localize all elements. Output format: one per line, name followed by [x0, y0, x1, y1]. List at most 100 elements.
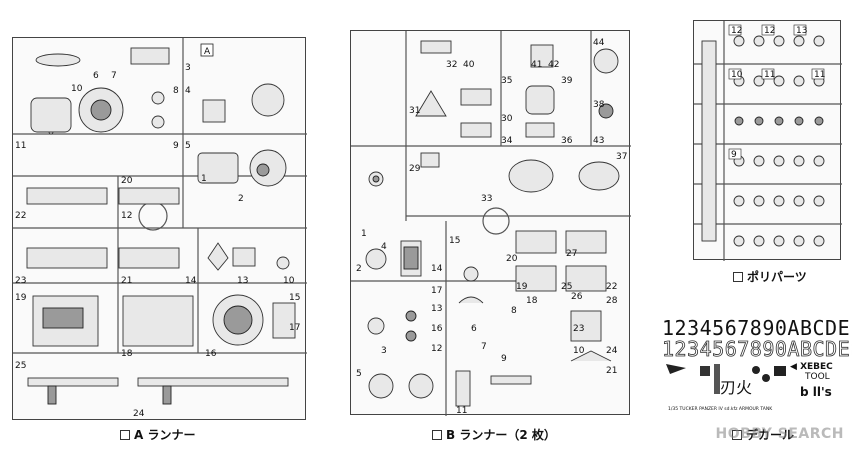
caption-poly-parts-text: ポリパーツ: [747, 270, 807, 284]
svg-text:32: 32: [446, 60, 457, 70]
svg-text:14: 14: [431, 264, 443, 274]
svg-text:30: 30: [501, 114, 513, 124]
svg-text:36: 36: [561, 136, 573, 146]
decal-kanji: 刃火: [720, 378, 753, 397]
svg-text:27: 27: [566, 249, 577, 259]
svg-text:13: 13: [431, 304, 442, 314]
svg-text:9: 9: [173, 141, 179, 151]
svg-text:3: 3: [185, 63, 191, 73]
svg-text:3: 3: [381, 346, 387, 356]
svg-text:17: 17: [289, 323, 300, 333]
svg-text:40: 40: [463, 60, 475, 70]
svg-text:43: 43: [593, 136, 604, 146]
svg-text:18: 18: [121, 349, 133, 359]
decal-bills: b ll's: [800, 385, 832, 399]
svg-text:12: 12: [431, 344, 442, 354]
decal-line1: 1234567890ABCDEFG: [662, 316, 852, 340]
svg-text:22: 22: [15, 211, 26, 221]
svg-text:33: 33: [481, 194, 492, 204]
svg-text:16: 16: [205, 349, 217, 359]
poly-number: 10: [731, 70, 743, 80]
svg-text:18: 18: [526, 296, 538, 306]
caption-a-runner: A ランナー: [120, 426, 195, 443]
caption-decal-text: デカール: [746, 428, 795, 442]
svg-text:1: 1: [361, 229, 367, 239]
svg-text:16: 16: [431, 324, 443, 334]
svg-text:15: 15: [449, 236, 460, 246]
svg-text:25: 25: [15, 361, 26, 371]
svg-text:4: 4: [185, 86, 191, 96]
sprue-a-tag: A: [204, 47, 211, 57]
svg-text:1: 1: [201, 174, 207, 184]
svg-text:21: 21: [606, 366, 617, 376]
svg-text:35: 35: [501, 76, 512, 86]
decal-footer: 1/35 TUCKER PANZER IV sd.kfz ARMOUR TANK: [668, 407, 773, 412]
svg-text:37: 37: [616, 152, 627, 162]
svg-text:34: 34: [501, 136, 513, 146]
svg-text:20: 20: [506, 254, 518, 264]
poly-number: 12: [731, 26, 742, 36]
svg-text:6: 6: [471, 324, 477, 334]
svg-text:11: 11: [456, 406, 467, 416]
checkbox-square-icon: [732, 429, 742, 440]
decal-tool: TOOL: [805, 372, 830, 382]
svg-text:9: 9: [501, 354, 507, 364]
poly-number: 9: [731, 150, 737, 160]
svg-text:2: 2: [356, 264, 362, 274]
decal-xebec-text: XEBEC: [800, 362, 833, 372]
svg-text:26: 26: [571, 292, 583, 302]
svg-text:31: 31: [409, 106, 420, 116]
svg-text:11: 11: [15, 141, 26, 151]
checkbox-square-icon: [432, 429, 442, 440]
caption-b-runner-text: B ランナー（2 枚）: [446, 428, 556, 442]
svg-text:39: 39: [561, 76, 573, 86]
svg-text:24: 24: [606, 346, 618, 356]
svg-text:2: 2: [238, 194, 244, 204]
svg-text:21: 21: [121, 276, 132, 286]
svg-text:29: 29: [409, 164, 421, 174]
svg-text:4: 4: [381, 242, 387, 252]
svg-text:7: 7: [481, 342, 487, 352]
svg-text:8: 8: [173, 86, 179, 96]
checkbox-square-icon: [733, 271, 743, 282]
svg-text:25: 25: [561, 282, 572, 292]
svg-text:5: 5: [356, 369, 362, 379]
watermark: HOBBY SEARCH: [715, 426, 844, 442]
svg-text:38: 38: [593, 100, 605, 110]
svg-text:7: 7: [111, 71, 117, 81]
svg-text:12: 12: [121, 211, 132, 221]
svg-text:20: 20: [121, 176, 133, 186]
svg-text:6: 6: [93, 71, 99, 81]
svg-text:19: 19: [516, 282, 528, 292]
poly-parts-drawing: 12 12 13 10 11 11 9: [694, 21, 842, 261]
poly-number: 12: [764, 26, 775, 36]
poly-number: 11: [764, 70, 775, 80]
svg-text:23: 23: [573, 324, 584, 334]
checkbox-square-icon: [120, 429, 130, 440]
svg-text:13: 13: [237, 276, 248, 286]
svg-text:17: 17: [431, 286, 442, 296]
svg-text:28: 28: [606, 296, 618, 306]
caption-decal: デカール: [732, 426, 794, 443]
svg-text:41: 41: [531, 60, 542, 70]
svg-text:14: 14: [185, 276, 197, 286]
svg-text:10: 10: [71, 84, 83, 94]
svg-text:15: 15: [289, 293, 300, 303]
decal-symbols: [666, 364, 786, 394]
svg-text:8: 8: [511, 306, 517, 316]
svg-text:5: 5: [185, 141, 191, 151]
svg-text:44: 44: [593, 38, 605, 48]
poly-number: 13: [796, 26, 807, 36]
svg-text:42: 42: [548, 60, 559, 70]
svg-text:19: 19: [15, 293, 27, 303]
svg-text:23: 23: [15, 276, 26, 286]
decal-xebec: ◀ XEBEC: [790, 362, 833, 372]
decal-line2: 1234567890ABCDEFG: [662, 337, 852, 362]
poly-parts-frame: 12 12 13 10 11 11 9: [693, 20, 842, 261]
svg-text:10: 10: [573, 346, 585, 356]
caption-a-runner-text: A ランナー: [134, 428, 196, 442]
svg-text:24: 24: [133, 409, 145, 419]
